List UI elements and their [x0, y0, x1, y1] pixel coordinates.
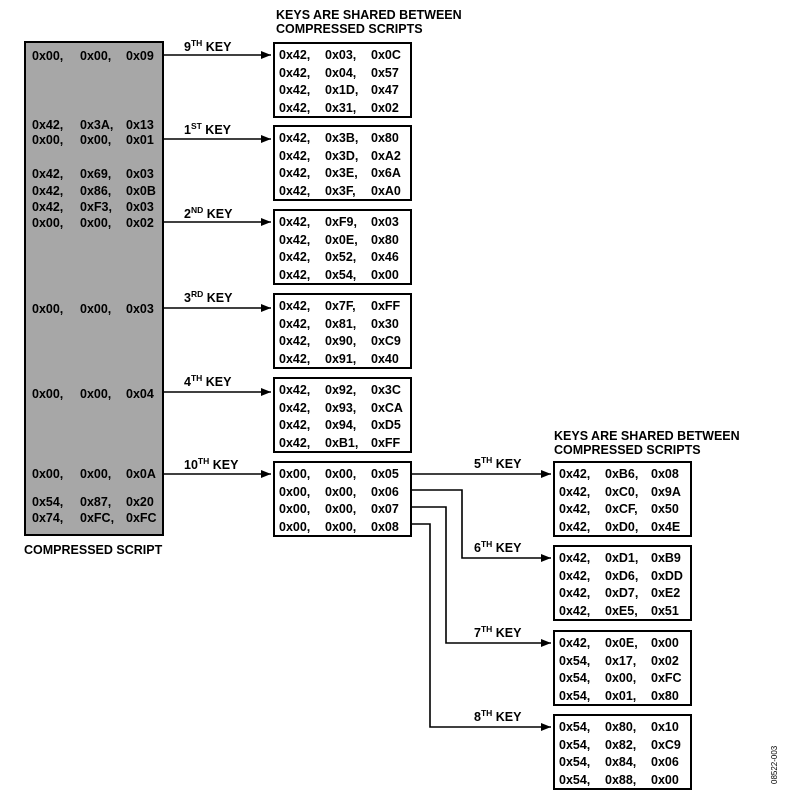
label-9th-key: 9TH KEY — [184, 38, 232, 54]
heading-shared-keys-right: KEYS ARE SHARED BETWEEN COMPRESSED SCRIP… — [554, 429, 740, 457]
key-line: 0x00,0x00,0x07 — [279, 502, 399, 516]
label-8th-key: 8TH KEY — [474, 708, 522, 724]
key-line: 0x42,0xD7,0xE2 — [559, 586, 681, 600]
key-box-10th: 0x00,0x00,0x05 0x00,0x00,0x06 0x00,0x00,… — [273, 461, 412, 537]
heading-line: COMPRESSED SCRIPTS — [554, 443, 701, 457]
label-2nd-key: 2ND KEY — [184, 205, 233, 221]
heading-line: COMPRESSED SCRIPTS — [276, 22, 423, 36]
key-line: 0x42,0x1D,0x47 — [279, 83, 399, 97]
key-box-5th: 0x42,0xB6,0x08 0x42,0xC0,0x9A 0x42,0xCF,… — [553, 461, 692, 537]
key-box-8th: 0x54,0x80,0x10 0x54,0x82,0xC9 0x54,0x84,… — [553, 714, 692, 790]
key-box-6th: 0x42,0xD1,0xB9 0x42,0xD6,0xDD 0x42,0xD7,… — [553, 545, 692, 621]
key-line: 0x42,0x94,0xD5 — [279, 418, 401, 432]
key-line: 0x00,0x00,0x06 — [279, 484, 399, 499]
key-line: 0x54,0x01,0x80 — [559, 688, 679, 703]
key-line: 0x42,0x31,0x02 — [279, 100, 399, 115]
label-1st-key: 1ST KEY — [184, 121, 232, 137]
key-box-9th: 0x42,0x03,0x0C 0x42,0x04,0x57 0x42,0x1D,… — [273, 42, 412, 118]
key-box-1st: 0x42,0x3B,0x80 0x42,0x3D,0xA2 0x42,0x3E,… — [273, 125, 412, 201]
compressed-script-caption: COMPRESSED SCRIPT — [24, 543, 163, 557]
key-line: 0x42,0xD0,0x4E — [559, 519, 681, 534]
key-line: 0x42,0xE5,0x51 — [559, 603, 679, 618]
key-line: 0x54,0x82,0xC9 — [559, 737, 681, 752]
key-line: 0x42,0x03,0x0C — [279, 48, 401, 62]
label-4th-key: 4TH KEY — [184, 373, 232, 389]
key-line: 0x42,0xF9,0x03 — [279, 215, 399, 229]
key-line: 0x42,0x81,0x30 — [279, 316, 399, 331]
key-line: 0x42,0x3F,0xA0 — [279, 183, 401, 198]
heading-line: KEYS ARE SHARED BETWEEN — [554, 429, 740, 443]
key-box-2nd: 0x42,0xF9,0x03 0x42,0x0E,0x80 0x42,0x52,… — [273, 209, 412, 285]
key-line: 0x00,0x00,0x08 — [279, 519, 399, 534]
key-line: 0x42,0x7F,0xFF — [279, 299, 401, 313]
arrow-6th-key — [412, 489, 551, 562]
key-line: 0x42,0x3D,0xA2 — [279, 148, 401, 163]
label-5th-key: 5TH KEY — [474, 455, 522, 471]
key-line: 0x42,0x91,0x40 — [279, 351, 399, 366]
key-line: 0x54,0x00,0xFC — [559, 671, 682, 685]
key-line: 0x42,0x0E,0x00 — [559, 636, 679, 650]
key-line: 0x42,0x3B,0x80 — [279, 131, 399, 145]
heading-line: KEYS ARE SHARED BETWEEN — [276, 8, 462, 22]
key-line: 0x54,0x88,0x00 — [559, 772, 679, 787]
key-box-7th: 0x42,0x0E,0x00 0x54,0x17,0x02 0x54,0x00,… — [553, 630, 692, 706]
key-line: 0x42,0x0E,0x80 — [279, 232, 399, 247]
key-line: 0x54,0x80,0x10 — [559, 720, 679, 734]
arrow-8th-key — [412, 523, 551, 731]
compressed-script-box: 0x00,0x00,0x09 0x42,0x3A,0x13 0x00,0x00,… — [24, 41, 164, 536]
label-6th-key: 6TH KEY — [474, 539, 522, 555]
key-line: 0x42,0xD1,0xB9 — [559, 551, 681, 565]
key-line: 0x42,0x04,0x57 — [279, 65, 399, 80]
label-3rd-key: 3RD KEY — [184, 289, 233, 305]
heading-shared-keys-top: KEYS ARE SHARED BETWEEN COMPRESSED SCRIP… — [276, 8, 462, 36]
arrow-7th-key — [412, 506, 551, 647]
figure-id: 08522-003 — [770, 745, 779, 784]
key-line: 0x54,0x84,0x06 — [559, 755, 679, 769]
key-line: 0x42,0x54,0x00 — [279, 267, 399, 282]
label-10th-key: 10TH KEY — [184, 456, 239, 472]
key-line: 0x42,0xCF,0x50 — [559, 502, 679, 516]
label-7th-key: 7TH KEY — [474, 624, 522, 640]
key-line: 0x42,0xD6,0xDD — [559, 568, 683, 583]
key-line: 0x42,0x93,0xCA — [279, 400, 403, 415]
key-line: 0x00,0x00,0x05 — [279, 467, 399, 481]
key-line: 0x42,0x3E,0x6A — [279, 166, 401, 180]
key-line: 0x42,0xB6,0x08 — [559, 467, 679, 481]
key-line: 0x42,0xB1,0xFF — [279, 435, 401, 450]
key-box-4th: 0x42,0x92,0x3C 0x42,0x93,0xCA 0x42,0x94,… — [273, 377, 412, 453]
key-line: 0x54,0x17,0x02 — [559, 653, 679, 668]
key-box-3rd: 0x42,0x7F,0xFF 0x42,0x81,0x30 0x42,0x90,… — [273, 293, 412, 369]
key-line: 0x42,0x90,0xC9 — [279, 334, 401, 348]
key-line: 0x42,0xC0,0x9A — [559, 484, 681, 499]
key-line: 0x42,0x92,0x3C — [279, 383, 401, 397]
key-line: 0x42,0x52,0x46 — [279, 250, 399, 264]
